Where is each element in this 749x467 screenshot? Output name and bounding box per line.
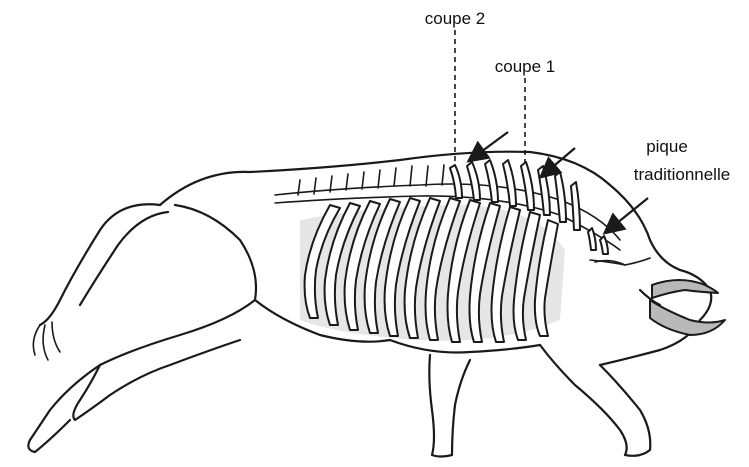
- arrow-traditional: [606, 198, 648, 232]
- label-cut-1: coupe 1: [495, 57, 556, 76]
- arrow-cut-2: [470, 132, 508, 160]
- label-traditional-line2: traditionnelle: [634, 165, 730, 184]
- horns: [650, 280, 725, 335]
- label-cut-2: coupe 2: [425, 9, 486, 28]
- label-traditional-line1: pique: [646, 137, 688, 156]
